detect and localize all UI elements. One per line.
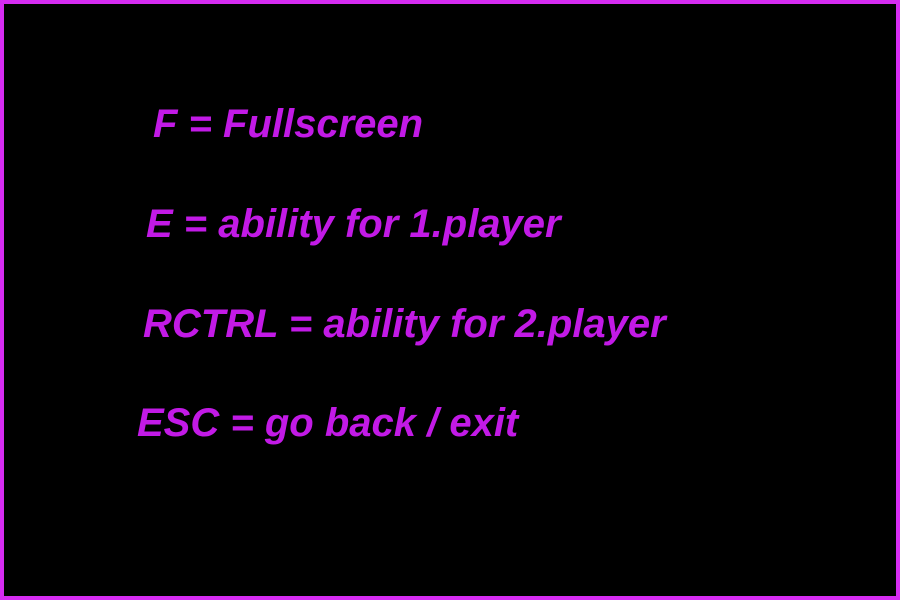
player-two-ability-control-text: RCTRL = ability for 2.player	[143, 302, 666, 346]
back-exit-control-text: ESC = go back / exit	[137, 401, 519, 445]
fullscreen-control-text: F = Fullscreen	[153, 102, 424, 146]
player-one-ability-control-text: E = ability for 1.player	[146, 202, 561, 246]
